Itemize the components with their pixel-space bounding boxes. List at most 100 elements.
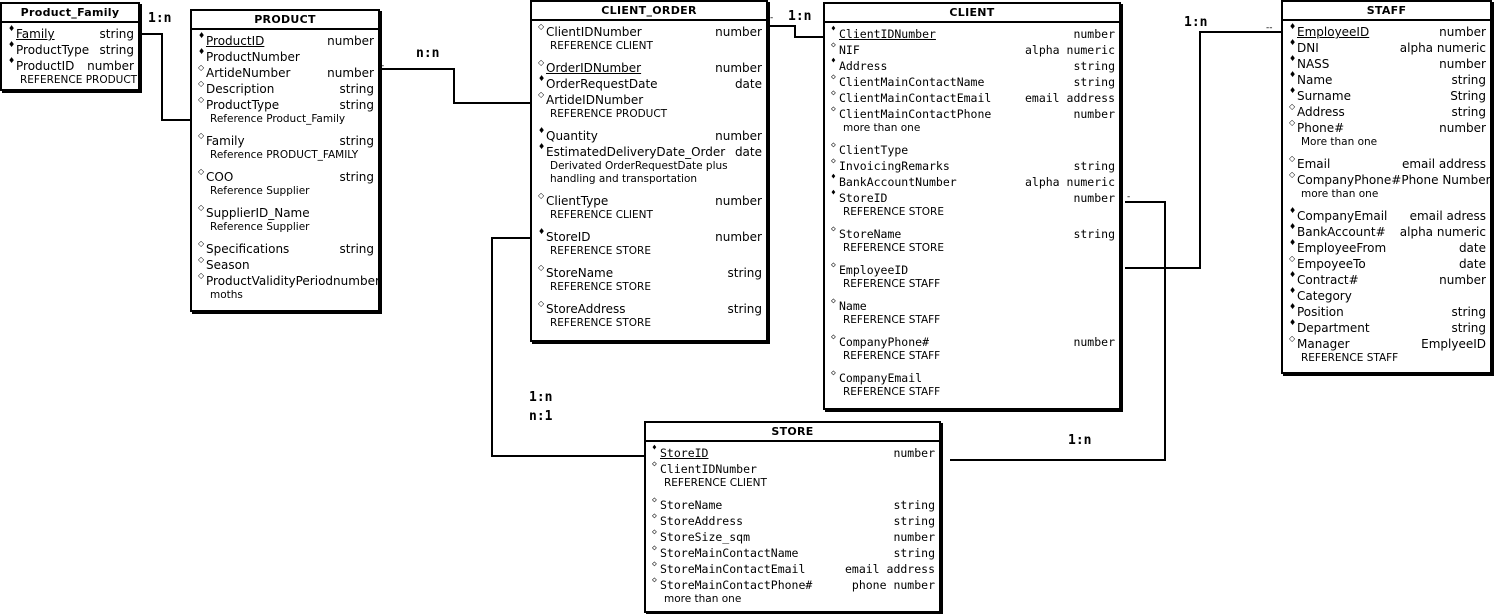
attribute-note: REFERENCE STAFF bbox=[843, 278, 941, 290]
attribute-type: number bbox=[327, 66, 374, 80]
attribute-type: number bbox=[87, 59, 134, 73]
entity-title: Product_Family bbox=[2, 4, 138, 23]
attribute-clienttype[interactable]: ◇ClientType bbox=[831, 140, 1115, 158]
attribute-spacer bbox=[538, 222, 762, 229]
attribute-productnumber[interactable]: ♦ProductNumber bbox=[198, 47, 374, 65]
attribute-name: ♦Position bbox=[1289, 302, 1344, 320]
attribute-name: ◇CompanyPhone# bbox=[831, 332, 929, 350]
attribute-name-text: StoreID bbox=[839, 191, 888, 205]
required-marker-icon: ♦ bbox=[1289, 270, 1297, 279]
attribute-name-text: Name bbox=[1297, 73, 1333, 87]
attribute-name: ◇Manager bbox=[1289, 334, 1350, 352]
attribute-season[interactable]: ◇Season bbox=[198, 255, 374, 273]
attribute-name-text: CompanyEmail bbox=[1297, 209, 1388, 223]
attribute-type: EmplyeeID bbox=[1421, 337, 1486, 351]
attribute-spacer bbox=[1289, 149, 1486, 156]
attribute-bankaccount[interactable]: ♦BankAccount#alpha numeric bbox=[1289, 222, 1486, 240]
required-marker-icon: ♦ bbox=[8, 24, 16, 33]
attribute-name-text: ProductNumber bbox=[206, 50, 300, 64]
primary-key-name: ◇OrderIDNumber bbox=[538, 58, 641, 76]
attribute-type: string bbox=[339, 82, 374, 96]
line-client-staff bbox=[1125, 31, 1283, 269]
attribute-name-text: Name bbox=[839, 299, 867, 313]
attribute-contract[interactable]: ♦Contract#number bbox=[1289, 270, 1486, 288]
attribute-name: ♦BankAccount# bbox=[1289, 222, 1386, 240]
attribute-name-text: ProductValidityPeriod bbox=[206, 274, 334, 288]
attribute-name: ◇InvoicingRemarks bbox=[831, 156, 950, 174]
attribute-category[interactable]: ♦Category bbox=[1289, 286, 1486, 304]
